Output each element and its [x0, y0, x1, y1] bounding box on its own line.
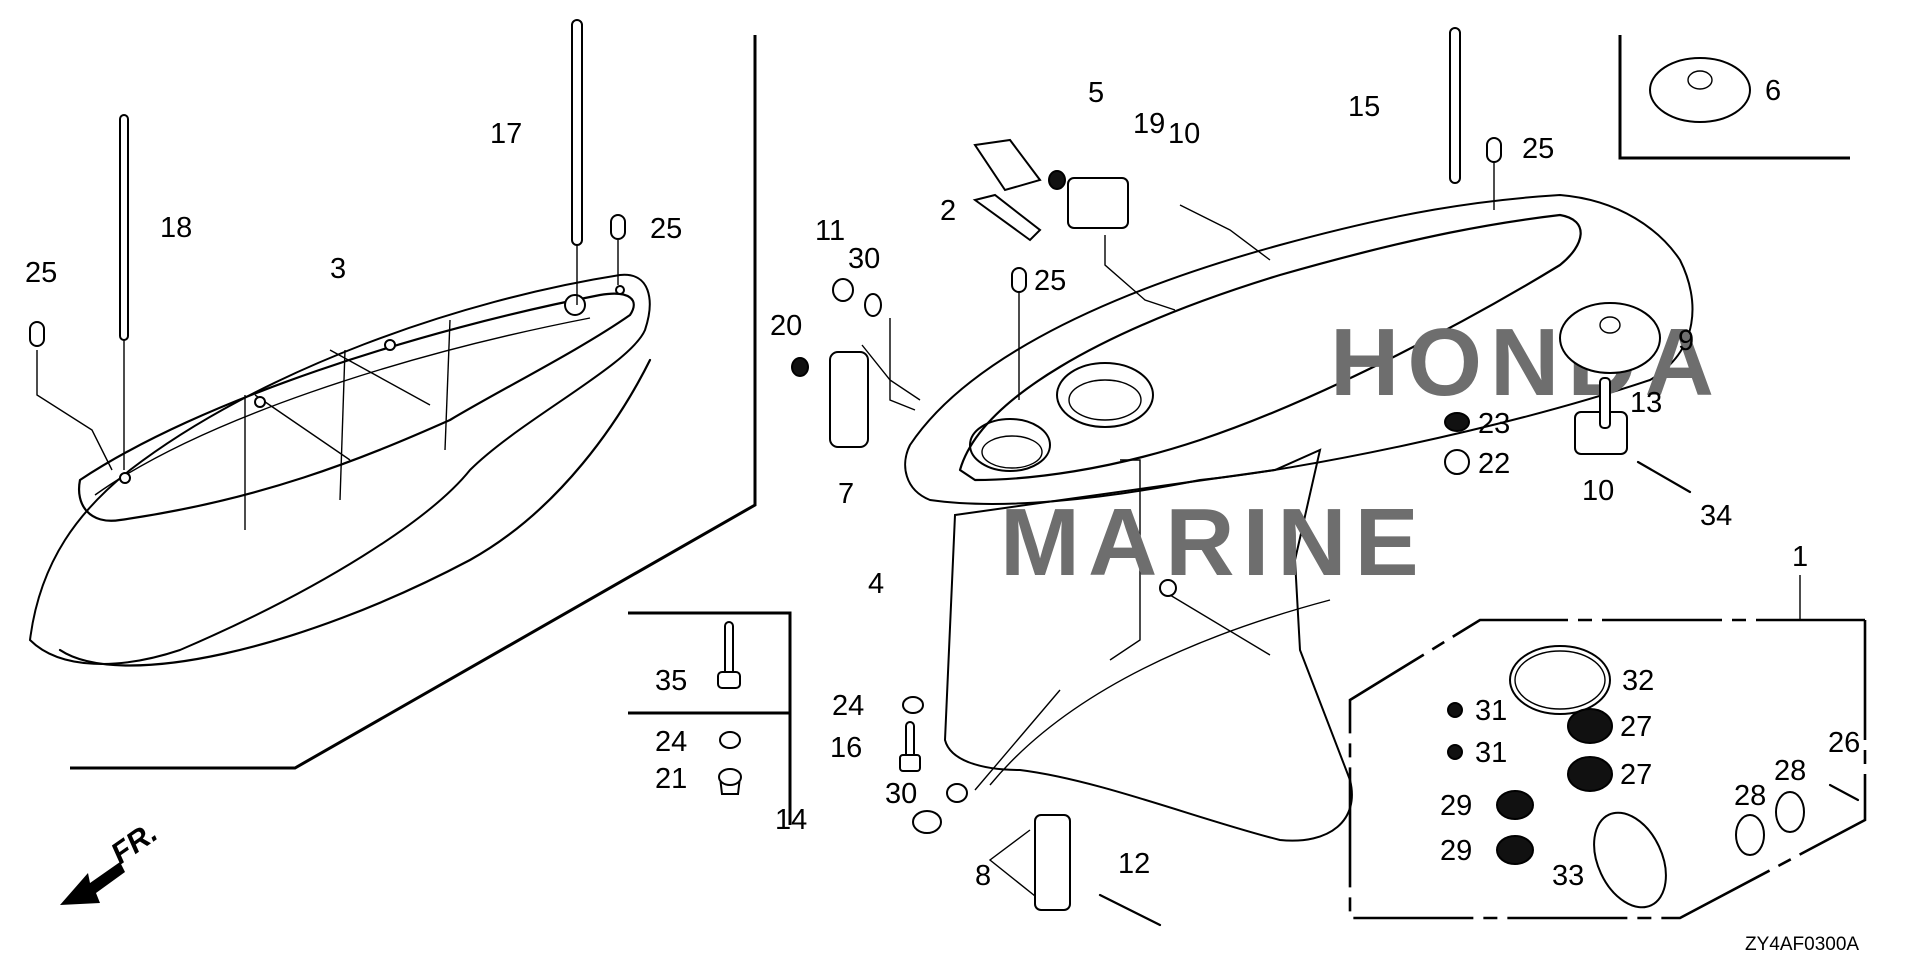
part-10-top: [1067, 177, 1129, 229]
callout-26: 26: [1828, 727, 1860, 759]
callout-12: 12: [1118, 848, 1150, 880]
callout-11: 11: [815, 215, 845, 247]
stud-part-17: [571, 19, 583, 305]
stud-part-18: [119, 114, 129, 470]
bolt-part-34: [1636, 460, 1692, 494]
callout-8: 8: [975, 860, 991, 892]
callout-2: 2: [940, 195, 956, 227]
callout-9: 9: [1678, 325, 1694, 357]
part-24: [902, 696, 924, 714]
dowel-pin-part-25: [29, 137, 1502, 471]
callout-35: 35: [655, 665, 687, 697]
small-parts: [791, 27, 1850, 927]
callout-28-a: 28: [1734, 780, 1766, 812]
callout-28-b: 28: [1774, 755, 1806, 787]
part-12: [1098, 893, 1162, 927]
callout-19: 19: [1133, 108, 1165, 140]
callout-29-a: 29: [1440, 790, 1472, 822]
callout-5: 5: [1088, 77, 1104, 109]
callout-13: 13: [1630, 387, 1662, 419]
callouts: 1 2 3 4 5 6 7 8 9 10 10 11 12 13 14 15 1…: [25, 75, 1860, 892]
callout-32: 32: [1622, 665, 1654, 697]
callout-20: 20: [770, 310, 802, 342]
part-30-top: [864, 293, 882, 317]
part-11: [832, 278, 854, 302]
callout-21: 21: [655, 763, 687, 795]
callout-14: 14: [775, 804, 807, 836]
gear-case-part-4: [904, 193, 1694, 842]
callout-27-b: 27: [1620, 759, 1652, 791]
callout-16: 16: [830, 732, 862, 764]
front-direction-arrow: FR.: [60, 816, 164, 905]
part-30: [946, 783, 968, 803]
callout-1: 1: [1792, 541, 1808, 573]
leader-lines: [861, 204, 1271, 901]
callout-33: 33: [1552, 860, 1584, 892]
watermark-line1: HONDA: [1330, 309, 1722, 416]
callout-24-box: 24: [655, 726, 687, 758]
callout-23: 23: [1478, 408, 1510, 440]
callout-25-main: 25: [1034, 265, 1066, 297]
callout-25-left: 25: [25, 257, 57, 289]
left-panel-frame: [70, 35, 757, 770]
part-22: [1444, 449, 1470, 475]
callout-10-right: 10: [1582, 475, 1614, 507]
part-19: [1048, 170, 1066, 190]
callout-18: 18: [160, 212, 192, 244]
callout-31-a: 31: [1475, 695, 1507, 727]
drawing-code: ZY4AF0300A: [1745, 934, 1859, 955]
callout-7: 7: [838, 478, 854, 510]
part-14: [912, 810, 942, 834]
callout-30-top: 30: [848, 243, 880, 275]
watermark-line2: MARINE: [1000, 489, 1427, 596]
callout-4: 4: [868, 568, 884, 600]
callout-10-top: 10: [1168, 118, 1200, 150]
part-7: [829, 351, 869, 448]
direction-label: FR.: [105, 816, 164, 871]
callout-31-b: 31: [1475, 737, 1507, 769]
callout-15: 15: [1348, 91, 1380, 123]
part-20: [791, 357, 809, 377]
part-2: [972, 193, 1042, 242]
callout-24-main: 24: [832, 690, 864, 722]
part-5: [973, 138, 1042, 192]
hardware-box: [628, 611, 792, 825]
callout-17: 17: [490, 118, 522, 150]
callout-3: 3: [330, 253, 346, 285]
callout-6: 6: [1765, 75, 1781, 107]
part-6: [1649, 57, 1751, 123]
callout-30-bottom: 30: [885, 778, 917, 810]
callout-27-a: 27: [1620, 711, 1652, 743]
callout-25-right: 25: [1522, 133, 1554, 165]
kit-box-part-1: [1348, 575, 1867, 920]
stud-part-15: [1449, 27, 1461, 184]
callout-34: 34: [1700, 500, 1732, 532]
callout-29-b: 29: [1440, 835, 1472, 867]
extension-case-part-3: [28, 273, 652, 667]
callout-22: 22: [1478, 448, 1510, 480]
part-23: [1444, 412, 1470, 432]
part-13: [1599, 377, 1611, 429]
callout-25-mid: 25: [650, 213, 682, 245]
anode-part-9: [1559, 302, 1661, 374]
part-8: [1034, 814, 1071, 911]
